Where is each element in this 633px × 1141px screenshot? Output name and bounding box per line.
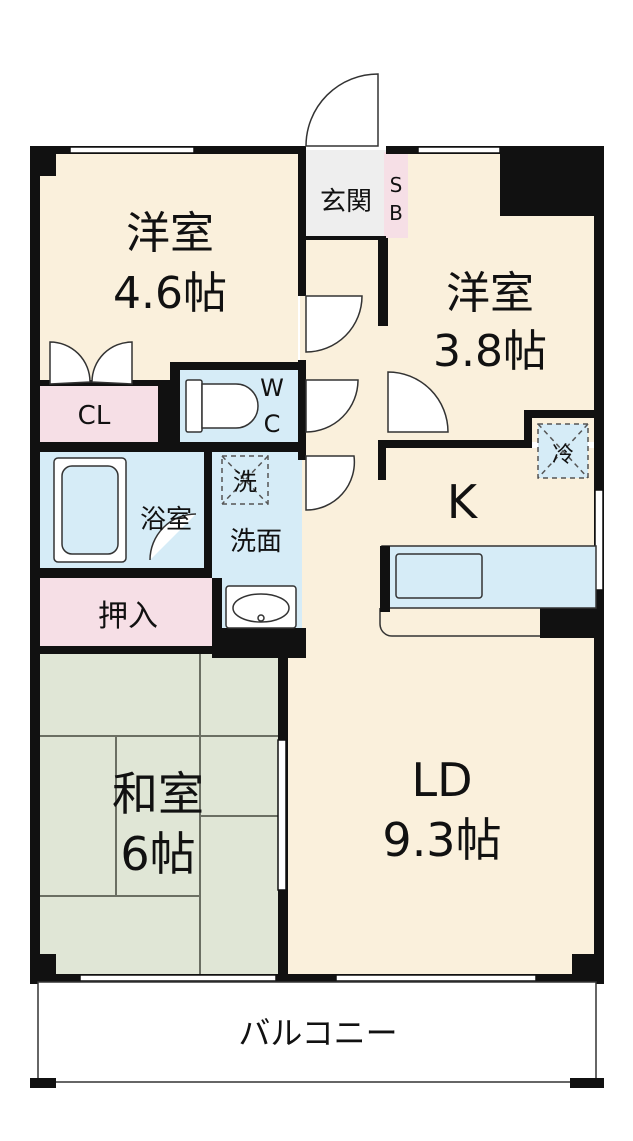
bath-label: 浴室 <box>140 505 192 535</box>
oshiire-fill <box>38 578 216 648</box>
sink-basin <box>225 585 297 629</box>
japanese-room-size: 6帖 <box>120 827 195 881</box>
japanese-room-name: 和室 <box>112 767 204 821</box>
bathtub <box>53 457 127 563</box>
sliding-door[interactable] <box>277 739 287 891</box>
tatami-lines <box>38 652 284 974</box>
closet-fill <box>38 386 158 442</box>
doors[interactable] <box>49 73 449 561</box>
washer-space <box>221 455 269 505</box>
shoebox-label-s: S <box>390 173 403 197</box>
western-room-a-floor <box>38 150 298 382</box>
fridge-space <box>537 423 589 479</box>
closet-label: CL <box>78 401 111 431</box>
balcony-label: バルコニー <box>238 1014 397 1052</box>
shoebox-fill <box>384 152 408 238</box>
washroom-label: 洗面 <box>230 527 282 557</box>
shoebox-label-b: B <box>389 201 403 225</box>
wc-label-c: C <box>264 410 281 438</box>
ld-size: 9.3帖 <box>382 813 501 867</box>
toilet <box>185 379 259 433</box>
kitchen-counter <box>379 545 597 637</box>
western-room-a-name: 洋室 <box>126 208 214 259</box>
ld-name: LD <box>411 753 472 807</box>
kitchen-label: K <box>447 475 479 529</box>
washer-label: 洗 <box>233 468 257 496</box>
windows <box>69 146 604 982</box>
balcony-outline <box>30 981 604 1088</box>
oshiire-label: 押入 <box>98 599 158 634</box>
fridge-label: 冷 <box>552 443 574 468</box>
counter-end-block <box>380 546 390 612</box>
entrance-floor <box>306 150 386 238</box>
wc-label-w: W <box>260 374 284 402</box>
ld-floor <box>284 630 598 975</box>
japanese-room-floor <box>38 652 284 974</box>
western-room-a-size: 4.6帖 <box>113 268 227 319</box>
western-room-b-size: 3.8帖 <box>433 326 547 377</box>
western-room-b-name: 洋室 <box>446 268 534 319</box>
entrance-label: 玄関 <box>320 187 372 217</box>
